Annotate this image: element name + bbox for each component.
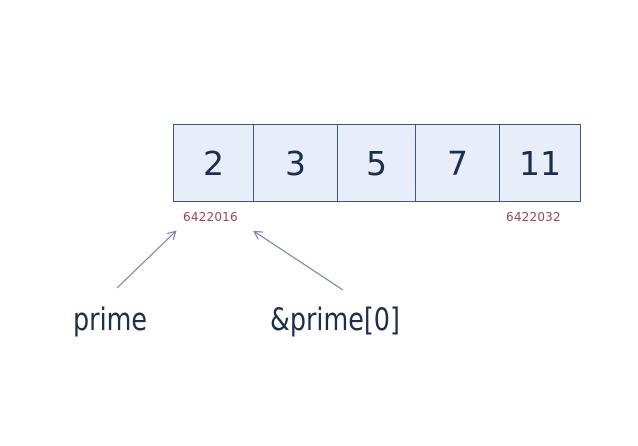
array-cell-1: 3 (254, 125, 338, 201)
arrow-address-of-first (255, 232, 344, 291)
label-prime: prime (73, 302, 148, 338)
array-cell-2: 5 (338, 125, 416, 201)
prime-array: 2 3 5 7 11 (173, 124, 581, 202)
address-last-element: 6422032 (506, 210, 561, 224)
array-cell-4: 11 (500, 125, 580, 201)
array-cell-3: 7 (416, 125, 500, 201)
arrow-prime (116, 232, 175, 289)
label-address-of-first: &prime[0] (270, 302, 400, 338)
address-first-element: 6422016 (183, 210, 238, 224)
array-cell-0: 2 (174, 125, 254, 201)
